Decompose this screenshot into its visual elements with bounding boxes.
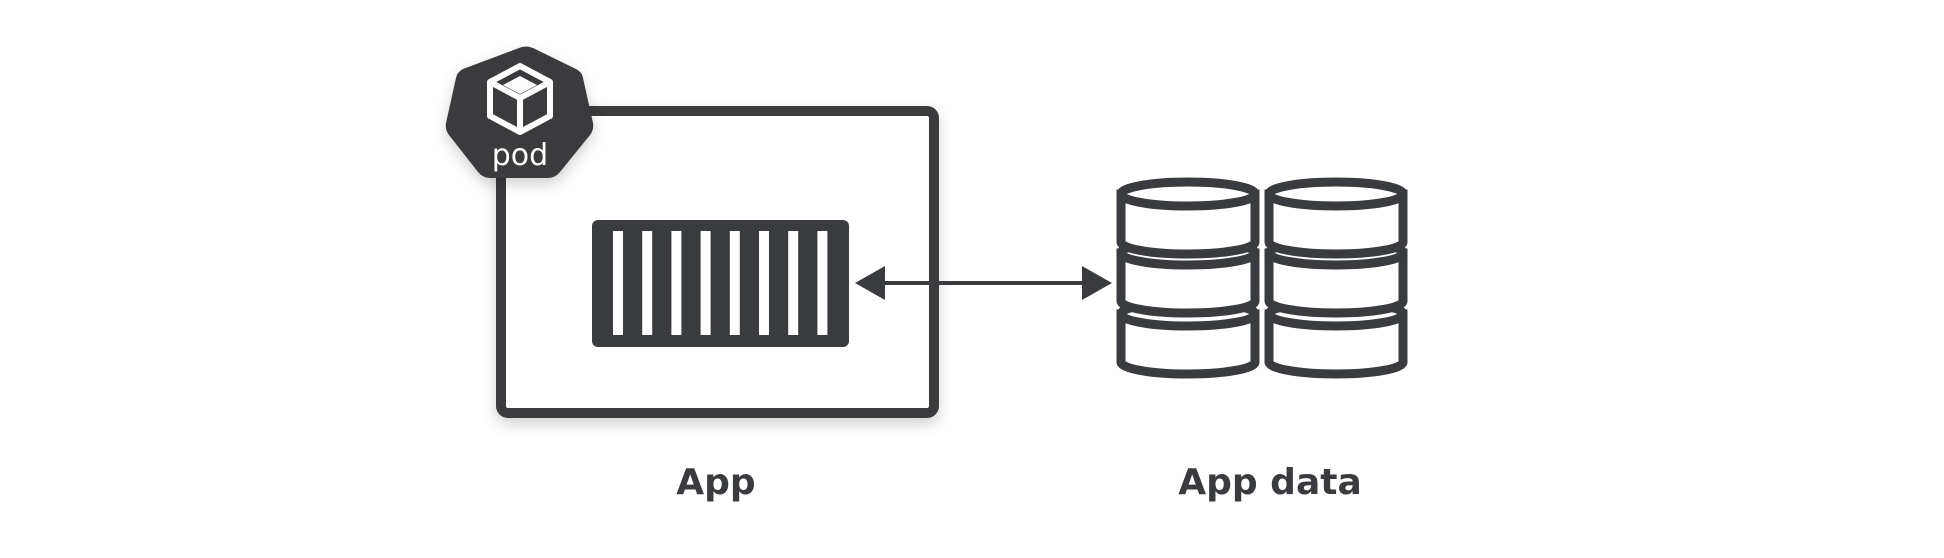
container-stripe xyxy=(613,231,623,335)
bidirectional-arrow xyxy=(855,266,1112,300)
container-icon xyxy=(592,220,849,347)
container-stripe xyxy=(642,231,653,335)
cube-icon xyxy=(487,63,553,135)
container-stripe xyxy=(700,231,711,335)
container-stripe xyxy=(671,231,682,335)
container-stripe xyxy=(729,231,740,335)
pod-badge xyxy=(445,46,594,178)
pod-badge-label: pod xyxy=(492,138,548,173)
container-stripe xyxy=(817,231,828,335)
database-icon xyxy=(1264,177,1408,379)
arrow-head-right xyxy=(1082,266,1112,300)
container-stripe xyxy=(788,231,799,335)
container-stripe xyxy=(759,231,769,335)
arrow-head-left xyxy=(855,266,885,300)
app-label: App xyxy=(676,462,756,503)
database-icon xyxy=(1116,177,1260,379)
database-icon-group xyxy=(1116,177,1408,379)
cube-top-face xyxy=(503,76,537,94)
app-data-label: App data xyxy=(1178,462,1362,503)
